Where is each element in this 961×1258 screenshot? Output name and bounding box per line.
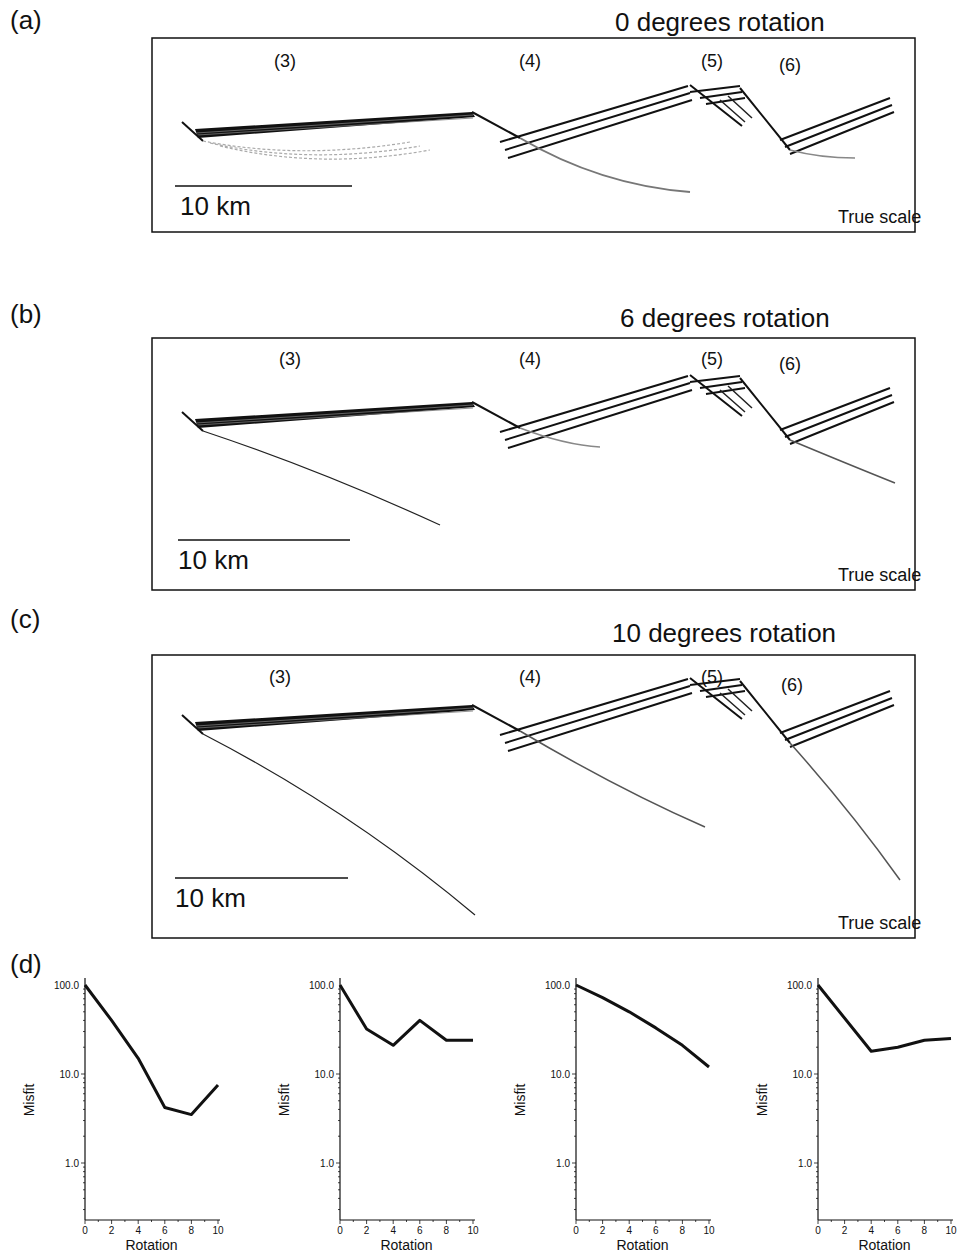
axis-tick-label: 6: [653, 1225, 659, 1236]
panel-title: 10 degrees rotation: [612, 619, 836, 648]
axis-tick-label: 10.0: [793, 1069, 812, 1080]
axis-title: Misfit: [277, 1084, 292, 1117]
block-number: (6): [779, 355, 801, 375]
axis-tick-label: 2: [600, 1225, 606, 1236]
scale-note: True scale: [838, 208, 921, 228]
panel-letter: (d): [10, 950, 42, 979]
block-number: (5): [701, 668, 723, 688]
panel-letter: (b): [10, 300, 42, 329]
axis-tick-label: 0: [82, 1225, 88, 1236]
axis-title: Rotation: [858, 1238, 910, 1253]
panel-letter: (c): [10, 605, 40, 634]
axis-tick-label: 1.0: [320, 1158, 334, 1169]
axis-tick-label: 8: [444, 1225, 450, 1236]
axis-tick-label: 10.0: [60, 1069, 79, 1080]
axis-title: Misfit: [22, 1084, 37, 1117]
axis-title: Misfit: [755, 1084, 770, 1117]
block-number: (4): [519, 350, 541, 370]
axis-tick-label: 0: [573, 1225, 579, 1236]
block-number: (4): [519, 668, 541, 688]
block-number: (6): [779, 56, 801, 76]
block-number: (5): [701, 350, 723, 370]
panel-title: 0 degrees rotation: [615, 8, 825, 37]
block-number: (3): [279, 350, 301, 370]
axis-tick-label: 4: [390, 1225, 396, 1236]
axis-tick-label: 4: [868, 1225, 874, 1236]
axis-tick-label: 1.0: [65, 1158, 79, 1169]
block-number: (3): [269, 668, 291, 688]
scale-label: 10 km: [180, 192, 251, 221]
axis-tick-label: 4: [135, 1225, 141, 1236]
axis-title: Rotation: [616, 1238, 668, 1253]
panel-title: 6 degrees rotation: [620, 304, 830, 333]
axis-tick-label: 10: [703, 1225, 714, 1236]
axis-tick-label: 6: [162, 1225, 168, 1236]
axis-tick-label: 0: [815, 1225, 821, 1236]
axis-tick-label: 8: [680, 1225, 686, 1236]
axis-tick-label: 1.0: [798, 1158, 812, 1169]
axis-title: Rotation: [380, 1238, 432, 1253]
axis-tick-label: 6: [417, 1225, 423, 1236]
axis-tick-label: 2: [109, 1225, 115, 1236]
axis-tick-label: 100.0: [545, 980, 570, 991]
block-number: (3): [274, 52, 296, 72]
axis-tick-label: 10.0: [315, 1069, 334, 1080]
block-number: (6): [781, 676, 803, 696]
axis-tick-label: 10: [467, 1225, 478, 1236]
scale-note: True scale: [838, 914, 921, 934]
scale-note: True scale: [838, 566, 921, 586]
axis-title: Rotation: [125, 1238, 177, 1253]
axis-tick-label: 0: [337, 1225, 343, 1236]
panel-letter: (a): [10, 6, 42, 35]
axis-tick-label: 8: [922, 1225, 928, 1236]
axis-tick-label: 10: [945, 1225, 956, 1236]
axis-tick-label: 2: [364, 1225, 370, 1236]
axis-tick-label: 4: [626, 1225, 632, 1236]
scale-label: 10 km: [178, 546, 249, 575]
block-number: (4): [519, 52, 541, 72]
axis-tick-label: 1.0: [556, 1158, 570, 1169]
axis-tick-label: 8: [189, 1225, 195, 1236]
scale-label: 10 km: [175, 884, 246, 913]
block-number: (5): [701, 52, 723, 72]
axis-tick-label: 100.0: [787, 980, 812, 991]
axis-tick-label: 100.0: [309, 980, 334, 991]
axis-tick-label: 6: [895, 1225, 901, 1236]
axis-tick-label: 10.0: [551, 1069, 570, 1080]
axis-tick-label: 2: [842, 1225, 848, 1236]
axis-tick-label: 10: [212, 1225, 223, 1236]
axis-title: Misfit: [513, 1084, 528, 1117]
axis-tick-label: 100.0: [54, 980, 79, 991]
